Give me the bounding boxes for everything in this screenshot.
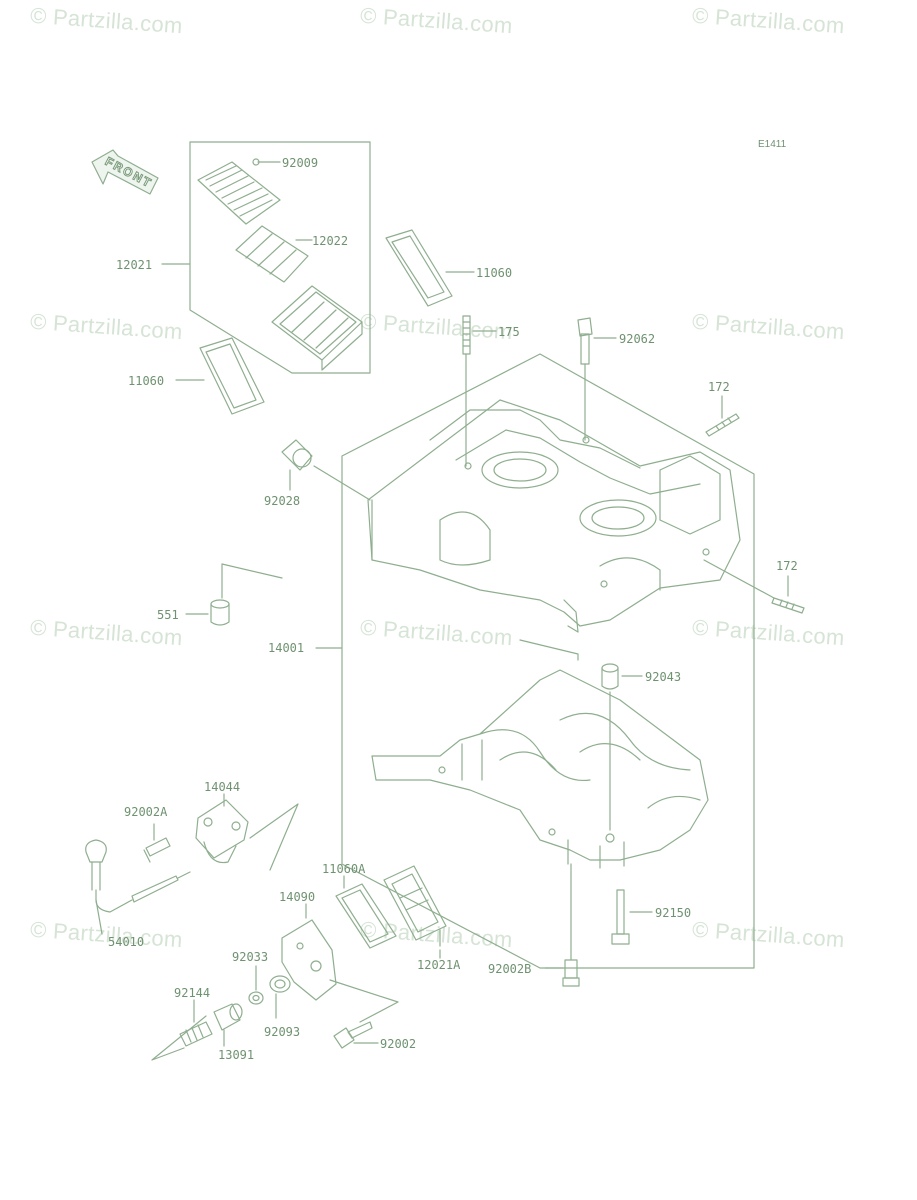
reed-stopper-part [197,158,281,225]
part-label-14001[interactable]: 14001 [268,641,305,655]
stud-172-top-part [705,395,740,437]
bolt-92002a-part [143,823,171,863]
dowel-part [185,563,283,626]
spring-92144-part [151,999,213,1061]
crankcase-group-frame [315,353,755,969]
part-label-13091[interactable]: 13091 [218,1048,255,1062]
part-label-12022[interactable]: 12022 [312,234,349,248]
reed-valve-group-frame [161,141,371,374]
part-label-92033[interactable]: 92033 [232,950,269,964]
part-label-92002b[interactable]: 92002B [488,962,532,976]
cover-14044-part [195,793,299,871]
part-label-14044[interactable]: 14044 [204,780,241,794]
part-label-11060a[interactable]: 11060A [322,862,366,876]
part-label-92144[interactable]: 92144 [174,986,211,1000]
part-label-12021a[interactable]: 12021A [417,958,461,972]
reed-petal-part [235,225,313,283]
stud-part [462,315,497,467]
part-label-12021[interactable]: 12021 [116,258,153,272]
part-label-14090[interactable]: 14090 [279,890,316,904]
collar-13091-part [213,1003,243,1047]
seal-92093-part [269,975,291,1019]
part-label-551[interactable]: 551 [157,608,179,622]
dowel-92043-part [601,663,643,831]
valve-12021a-part [383,865,447,947]
bolt-92002b-part [544,959,580,987]
gasket-left-part [175,337,265,415]
part-label-11060-left[interactable]: 11060 [128,374,165,388]
part-label-92002[interactable]: 92002 [380,1037,417,1051]
bolt-92002-part [333,1021,379,1049]
bolt-92150-part [611,889,653,945]
part-label-92043[interactable]: 92043 [645,670,682,684]
part-label-11060-top[interactable]: 11060 [476,266,513,280]
cable-54010-part [85,839,191,935]
washer-92033-part [248,965,264,1005]
part-label-175[interactable]: 175 [498,325,520,339]
upper-crankcase-part [367,399,741,661]
part-label-54010[interactable]: 54010 [108,935,145,949]
lower-crankcase-part [371,669,709,961]
part-label-172-top[interactable]: 172 [708,380,730,394]
part-label-172-right[interactable]: 172 [776,559,798,573]
bolt-part [577,317,617,441]
gasket-11060a-part [335,875,397,949]
diagram-code: E1411 [758,139,787,150]
part-label-92002a[interactable]: 92002A [124,805,168,819]
stud-172-right-part [703,559,805,614]
front-arrow-icon [91,149,159,195]
part-label-92150[interactable]: 92150 [655,906,692,920]
gasket-top-part [385,229,475,307]
cover-14090-part [281,903,399,1023]
part-label-92062[interactable]: 92062 [619,332,656,346]
part-label-92093[interactable]: 92093 [264,1025,301,1039]
part-label-92028[interactable]: 92028 [264,494,301,508]
reed-block-part [271,285,363,371]
part-label-92009[interactable]: 92009 [282,156,319,170]
